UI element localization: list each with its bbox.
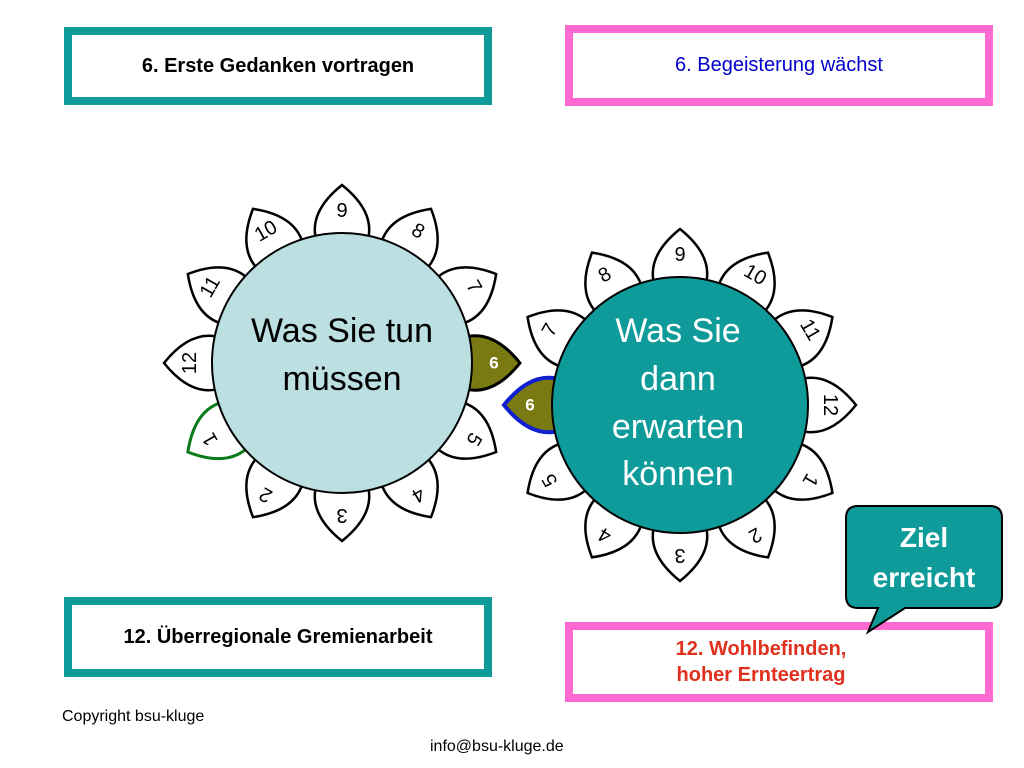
right-center-line4: können (622, 455, 734, 493)
callout-line1: Ziel (900, 522, 948, 553)
petal-3 (651, 521, 709, 583)
petal-label-3: 3 (674, 544, 685, 566)
petal-10 (715, 251, 776, 317)
left-center-line1: Was Sie tun (251, 312, 433, 350)
left-center-line2: müssen (282, 360, 401, 398)
petal-2 (715, 493, 776, 559)
petal-10 (245, 207, 306, 274)
petal-4 (584, 493, 645, 559)
petal-9 (313, 183, 371, 245)
petal-6 (501, 375, 564, 435)
petal-5 (431, 399, 498, 460)
right-center-line2: dann (640, 360, 716, 398)
right-center-line3: erwarten (612, 408, 744, 446)
goal-callout: Ziel erreicht (845, 505, 1003, 635)
petal-2 (245, 452, 306, 519)
petal-11 (186, 266, 253, 327)
result-label: 6. Begeisterung wächst (675, 54, 883, 76)
step-label: 12. Überregionale Gremienarbeit (123, 625, 433, 648)
result-label-line1: 12. Wohlbefinden, (675, 638, 847, 660)
right-flower-center: Was Sie dann erwarten können (551, 276, 809, 534)
petal-6 (460, 334, 522, 392)
petal-4 (378, 452, 439, 519)
left-flower-center: Was Sie tun müssen (211, 232, 473, 494)
callout-line2: erreicht (873, 562, 976, 593)
petal-8 (584, 251, 645, 317)
petal-7 (526, 309, 592, 370)
petal-label-3: 3 (336, 504, 347, 526)
petal-label-9: 9 (336, 200, 347, 222)
petal-11 (768, 309, 834, 370)
petal-7 (431, 266, 498, 327)
result-box-wellbeing: 12. Wohlbefinden, hoher Ernteertrag (565, 622, 993, 702)
step-box-regional-committee: 12. Überregionale Gremienarbeit (64, 597, 492, 677)
petal-label-6: 6 (525, 396, 534, 415)
petal-1 (768, 440, 834, 501)
petal-3 (313, 481, 371, 543)
petal-label-12: 12 (819, 394, 841, 416)
petal-12 (162, 334, 224, 392)
petal-8 (378, 207, 439, 274)
petal-label-9: 9 (674, 244, 685, 266)
petal-label-12: 12 (179, 352, 201, 374)
result-label-line2: hoher Ernteertrag (676, 664, 846, 686)
step-box-first-thoughts: 6. Erste Gedanken vortragen (64, 27, 492, 105)
petal-1 (186, 399, 253, 461)
petal-label-6: 6 (489, 354, 498, 373)
result-box-enthusiasm: 6. Begeisterung wächst (565, 25, 993, 106)
petal-12 (796, 376, 858, 434)
step-label: 6. Erste Gedanken vortragen (141, 54, 415, 77)
right-center-line1: Was Sie (615, 312, 740, 350)
petal-5 (526, 440, 592, 501)
copyright-text: Copyright bsu-kluge (62, 708, 205, 725)
petal-9 (651, 227, 709, 289)
email-link[interactable]: info@bsu-kluge.de (430, 738, 564, 755)
